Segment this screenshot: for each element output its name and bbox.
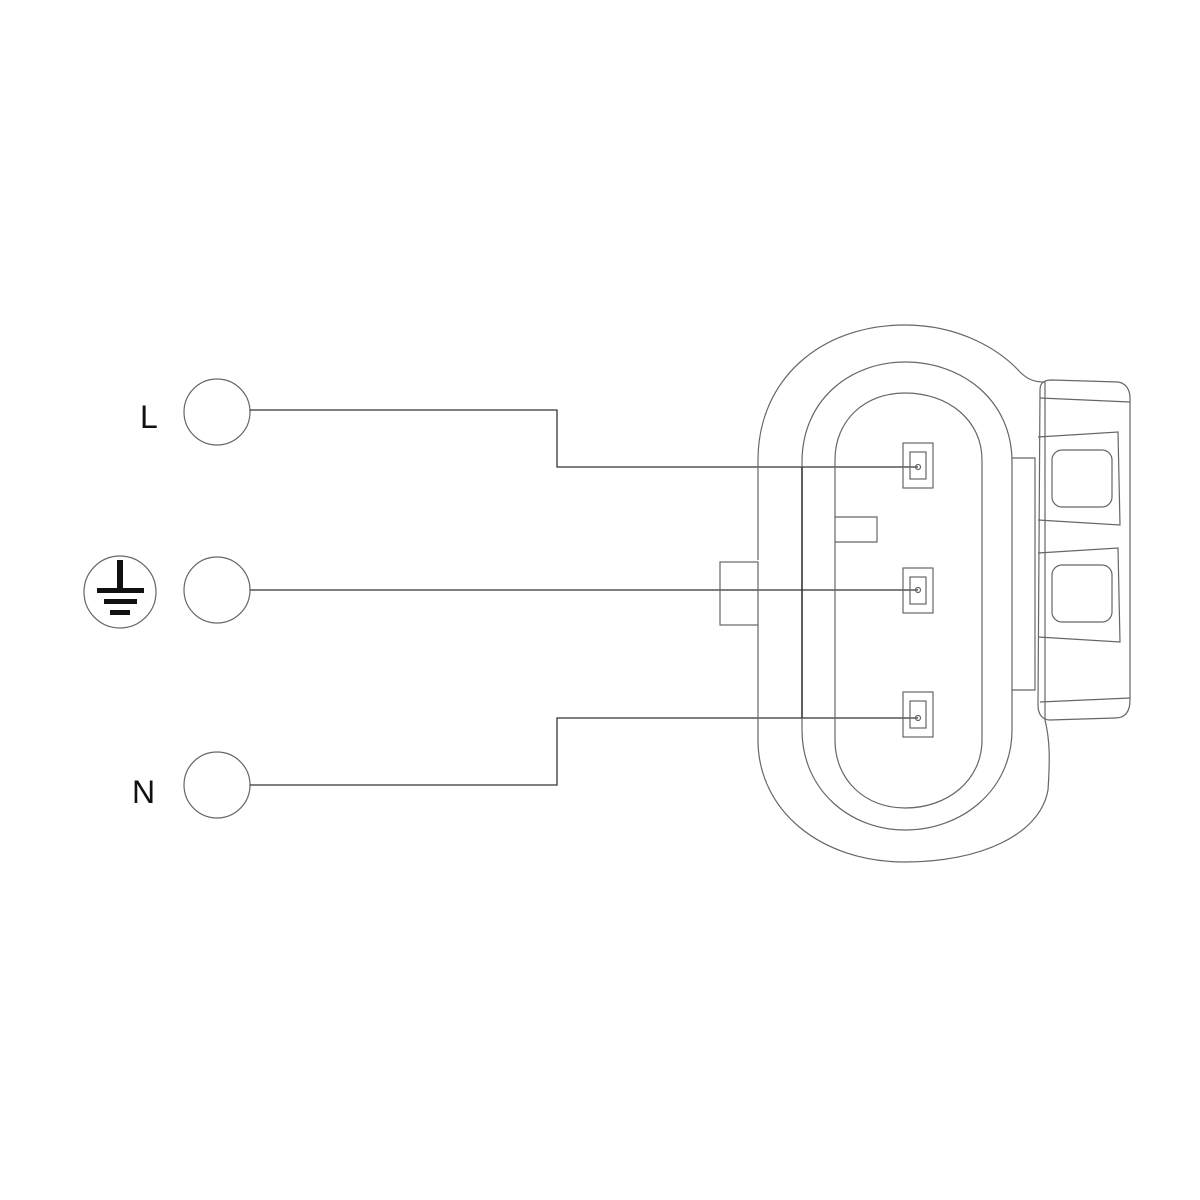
ground-icon [83, 555, 157, 629]
connector [719, 324, 1131, 863]
key-notch [835, 516, 878, 543]
wire-neutral [250, 717, 918, 786]
side-tab [719, 561, 759, 626]
terminal-neutral [183, 751, 251, 819]
terminal-line [183, 378, 251, 446]
pin-2 [902, 567, 934, 614]
latch [1012, 379, 1131, 721]
wire-line [250, 409, 918, 468]
terminal-earth [183, 556, 251, 624]
pin-3 [902, 691, 934, 738]
label-neutral: N [132, 774, 155, 810]
pin-1 [902, 442, 934, 489]
label-line: L [140, 399, 158, 435]
